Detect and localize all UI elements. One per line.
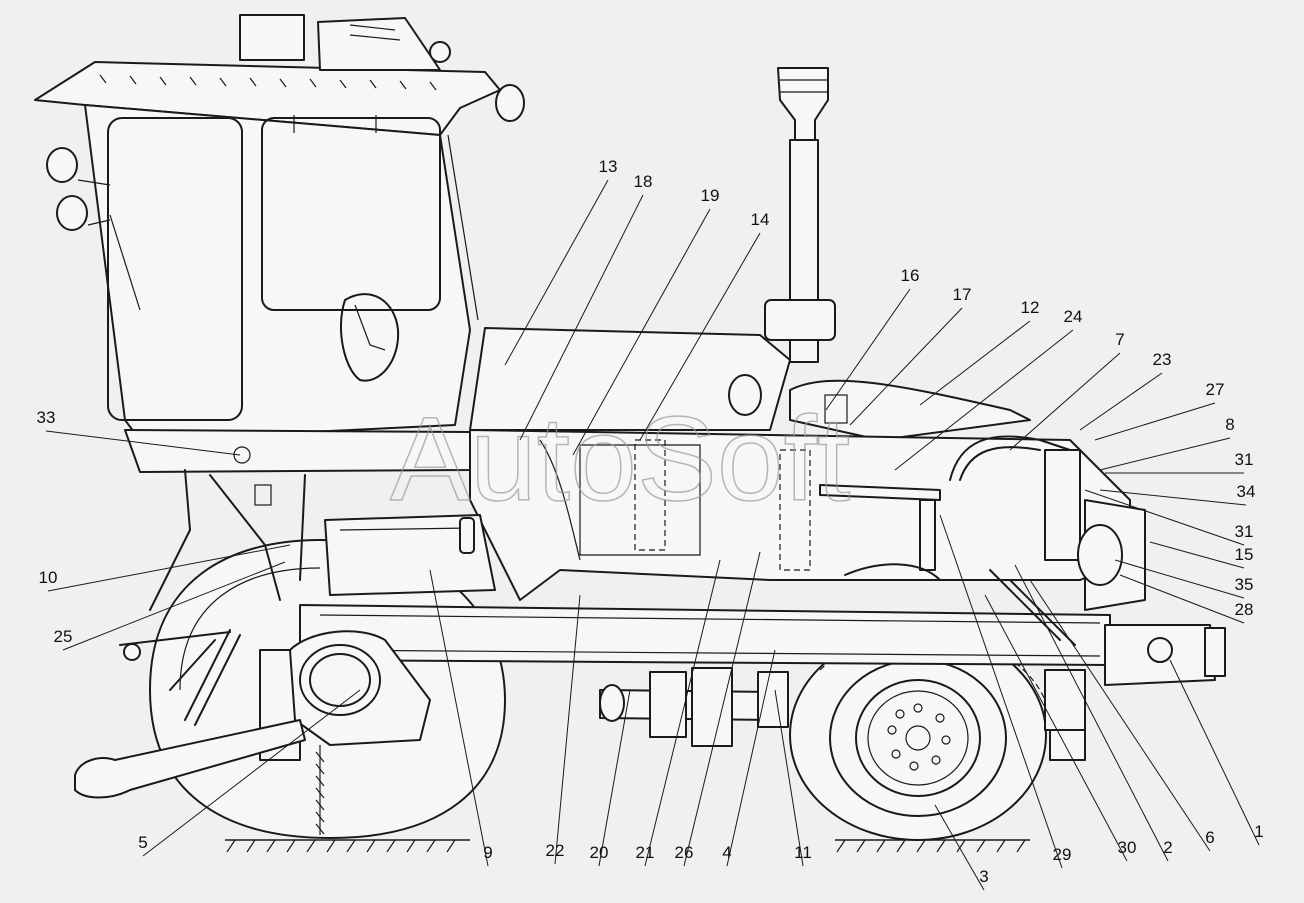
callout-leader-13 <box>504 179 609 366</box>
callout-label-2: 2 <box>1163 838 1172 857</box>
callout-label-19: 19 <box>701 186 720 205</box>
callout-label-13: 13 <box>599 157 618 176</box>
callout-label-20: 20 <box>590 843 609 862</box>
callout-leader-17 <box>849 307 963 426</box>
callout-leader-21 <box>644 559 721 867</box>
callout-leader-34 <box>1099 489 1247 506</box>
callout-label-7: 7 <box>1115 330 1124 349</box>
callout-leader-33 <box>45 430 241 456</box>
callout-leader-8 <box>1099 437 1231 471</box>
exhaust-stack <box>764 67 836 363</box>
callout-label-14: 14 <box>751 210 770 229</box>
callout-label-26: 26 <box>675 843 694 862</box>
side-tank <box>149 469 496 611</box>
callout-leader-23 <box>1079 372 1163 431</box>
callout-leader-27 <box>1094 402 1216 441</box>
callout-label-8: 8 <box>1225 415 1234 434</box>
callout-leader-14 <box>639 232 761 441</box>
callout-label-1: 1 <box>1254 822 1263 841</box>
engine-hood <box>469 327 1131 601</box>
callout-label-29: 29 <box>1053 845 1072 864</box>
callout-leader-31 <box>1084 489 1245 546</box>
callout-label-25: 25 <box>54 627 73 646</box>
callout-leader-5 <box>142 689 361 857</box>
callout-label-11: 11 <box>794 843 812 862</box>
drive-shaft <box>599 667 789 747</box>
callout-label-31: 31 <box>1235 450 1254 469</box>
callout-label-21: 21 <box>636 843 655 862</box>
callout-label-27: 27 <box>1206 380 1225 399</box>
callout-leader-1 <box>1169 659 1260 846</box>
watermark: AutoSoft <box>390 392 850 526</box>
callout-leader-22 <box>554 594 581 865</box>
callout-leader-4 <box>726 649 776 867</box>
callout-label-5: 5 <box>138 833 147 852</box>
callout-label-33: 33 <box>37 408 56 427</box>
callout-label-18: 18 <box>634 172 653 191</box>
callout-label-28: 28 <box>1235 600 1254 619</box>
callout-label-16: 16 <box>901 266 920 285</box>
front-wheel <box>789 629 1047 841</box>
callout-leader-28 <box>1119 574 1245 624</box>
callout-leader-11 <box>774 689 804 867</box>
callout-label-10: 10 <box>39 568 58 587</box>
callout-label-9: 9 <box>483 843 492 862</box>
callout-leader-35 <box>1114 559 1245 599</box>
callout-leader-6 <box>1029 579 1211 852</box>
callout-leader-16 <box>825 288 911 411</box>
callout-leader-26 <box>683 551 761 867</box>
callout-label-34: 34 <box>1237 482 1256 501</box>
callout-leader-29 <box>939 514 1063 869</box>
callout-leader-9 <box>429 569 489 867</box>
callout-leader-24 <box>894 329 1074 471</box>
callout-label-30: 30 <box>1118 838 1137 857</box>
callout-leader-10 <box>47 544 291 592</box>
callout-leader-19 <box>572 208 711 456</box>
callout-label-4: 4 <box>722 843 731 862</box>
callout-label-31: 31 <box>1235 522 1254 541</box>
callout-leader-30 <box>984 594 1128 862</box>
cab <box>34 14 525 473</box>
ground-hatching <box>225 839 1030 853</box>
callout-label-35: 35 <box>1235 575 1254 594</box>
callout-leader-15 <box>1149 541 1245 569</box>
callout-leader-20 <box>598 689 631 867</box>
callout-label-22: 22 <box>546 841 565 860</box>
callout-label-23: 23 <box>1153 350 1172 369</box>
callout-label-17: 17 <box>953 285 972 304</box>
callout-label-24: 24 <box>1064 307 1083 326</box>
callout-leader-12 <box>919 320 1031 406</box>
callout-label-12: 12 <box>1021 298 1040 317</box>
callout-label-3: 3 <box>979 867 988 886</box>
callout-leader-2 <box>1014 564 1169 862</box>
callout-leader-18 <box>519 194 644 441</box>
callout-label-15: 15 <box>1235 545 1254 564</box>
callout-leader-25 <box>62 561 286 651</box>
engine-pipes <box>728 374 1146 611</box>
callout-leader-3 <box>934 804 985 891</box>
callout-label-6: 6 <box>1205 828 1214 847</box>
callout-leaders <box>45 179 1260 891</box>
callout-leader-7 <box>1009 352 1121 451</box>
